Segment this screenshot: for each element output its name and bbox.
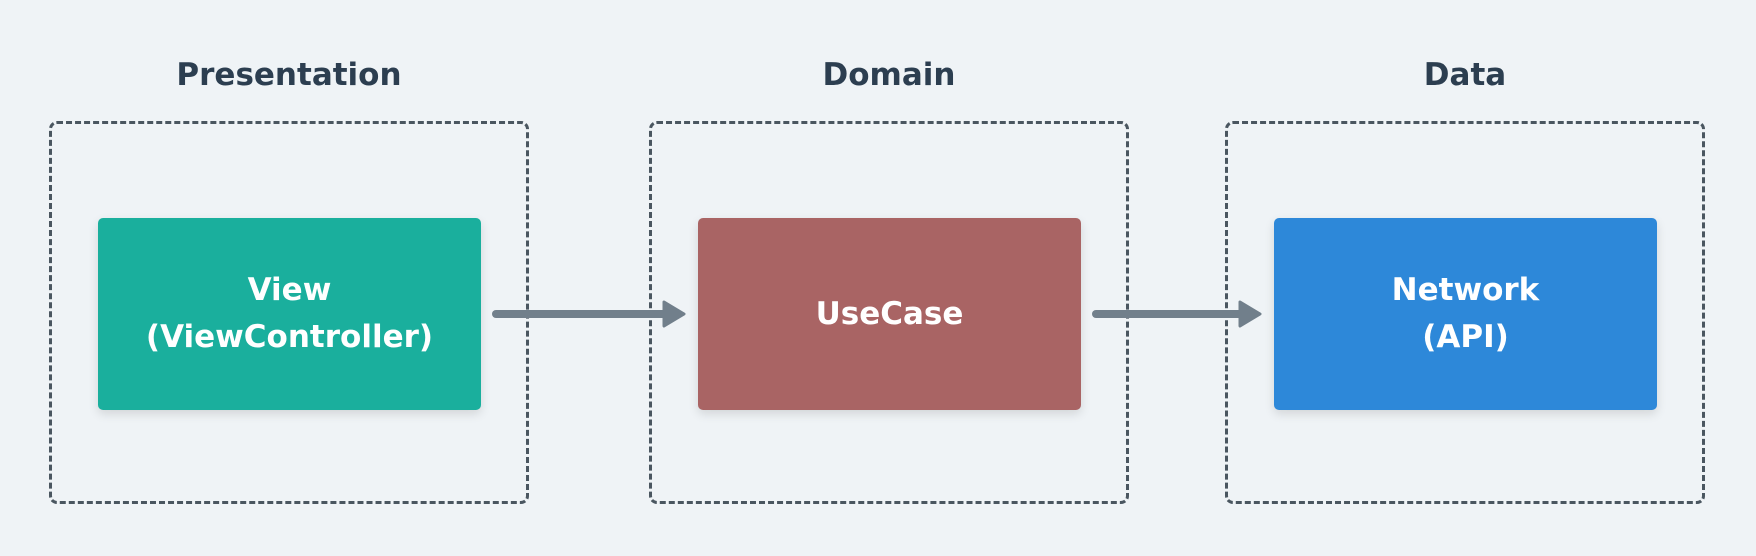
arrow-view-to-usecase bbox=[492, 300, 686, 328]
node-view: View (ViewController) bbox=[98, 218, 481, 410]
layer-title-data: Data bbox=[1423, 57, 1507, 93]
layer-title-domain: Domain bbox=[822, 57, 956, 93]
node-view-label: View (ViewController) bbox=[145, 272, 434, 355]
node-usecase-label: UseCase bbox=[815, 295, 964, 332]
node-usecase: UseCase bbox=[698, 218, 1081, 410]
node-network: Network (API) bbox=[1274, 218, 1657, 410]
arrow-usecase-to-network bbox=[1092, 300, 1262, 328]
node-network-label: Network (API) bbox=[1391, 272, 1540, 355]
layer-title-presentation: Presentation bbox=[176, 57, 402, 93]
